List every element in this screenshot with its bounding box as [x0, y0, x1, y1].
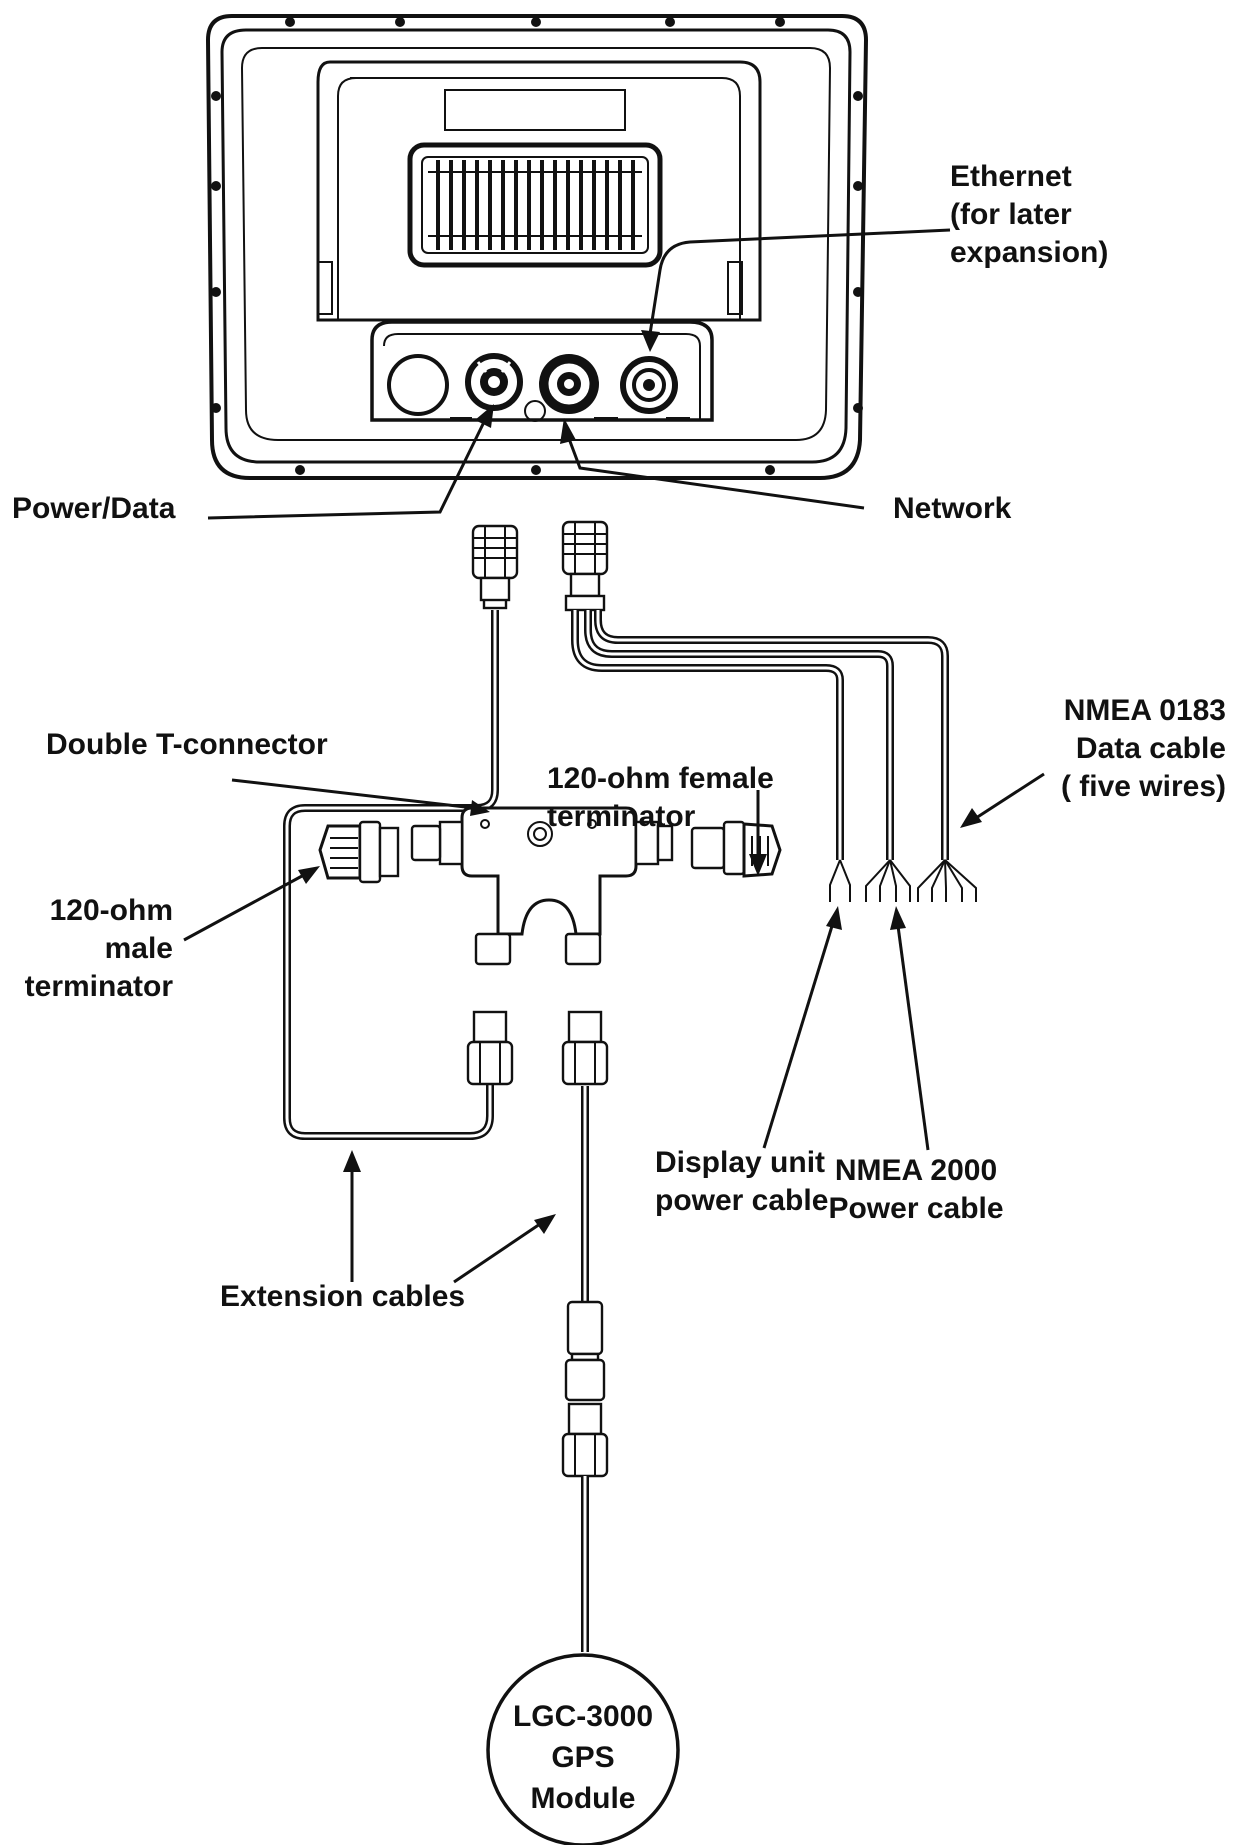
extension-arrow-left [343, 1150, 361, 1282]
ethernet-arrow [641, 228, 951, 352]
male-terminator [318, 820, 400, 884]
female-terminator-arrow [749, 790, 767, 876]
display-unit-rear [205, 14, 869, 480]
display-power-wires [829, 859, 851, 902]
double-t-label: Double T-connector [46, 728, 328, 761]
vent-grille [428, 160, 642, 250]
network-port [539, 354, 599, 414]
male-terminator-label: 120-ohm male terminator [24, 894, 173, 1003]
nmea2000-arrow [890, 906, 930, 1151]
network-arrow [560, 418, 865, 510]
double-t-arrow [231, 778, 490, 816]
blank-port [387, 354, 449, 416]
power-data-connector [471, 524, 519, 610]
nmea0183-wires [917, 859, 977, 902]
ethernet-label: Ethernet (for later expansion) [950, 160, 1109, 269]
nmea2000-wires [865, 859, 911, 902]
power-data-arrow [207, 404, 494, 520]
power-data-port [465, 353, 523, 411]
nmea0183-label: NMEA 0183 Data cable ( five wires) [1060, 694, 1226, 803]
gps-module-label: LGC-3000 GPS Module [512, 1700, 654, 1815]
extension-arrow-right [453, 1214, 556, 1284]
male-terminator-arrow [183, 866, 320, 942]
display-power-label: Display unit power cable [655, 1146, 829, 1217]
inline-coupler [561, 1300, 609, 1478]
ethernet-port [620, 356, 678, 414]
nmea2000-label: NMEA 2000 Power cable [828, 1154, 1004, 1225]
network-label: Network [893, 492, 1012, 525]
extension-connector-right [561, 1010, 609, 1086]
female-terminator-label: 120-ohm female terminator [547, 762, 774, 833]
extension-connector-left [466, 1010, 514, 1086]
double-t-connector [410, 806, 674, 966]
network-connector [561, 520, 609, 612]
extension-label: Extension cables [220, 1280, 466, 1313]
gps-module [486, 1653, 680, 1845]
power-data-label: Power/Data [12, 492, 176, 525]
display-power-arrow [762, 906, 842, 1149]
nmea0183-arrow [960, 772, 1045, 828]
